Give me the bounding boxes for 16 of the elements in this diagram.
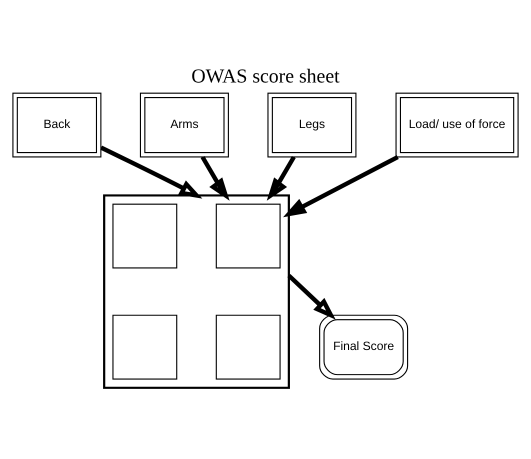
- arrow: [287, 274, 336, 320]
- node-box: [112, 314, 178, 380]
- arrow: [200, 156, 230, 201]
- node-box: [216, 204, 281, 269]
- cluster: [103, 194, 290, 389]
- node-box: Legs: [267, 92, 356, 158]
- arrow: [283, 155, 399, 218]
- node-box: Load/ use of force: [396, 92, 519, 158]
- node-box: Final Score: [319, 314, 408, 380]
- node-box: Arms: [140, 92, 229, 158]
- node-box: [112, 204, 178, 269]
- node-box: [216, 314, 281, 380]
- diagram-title: OWAS score sheet: [191, 66, 340, 88]
- arrow: [266, 156, 296, 201]
- node-box: Back: [12, 92, 102, 158]
- arrow: [100, 146, 202, 199]
